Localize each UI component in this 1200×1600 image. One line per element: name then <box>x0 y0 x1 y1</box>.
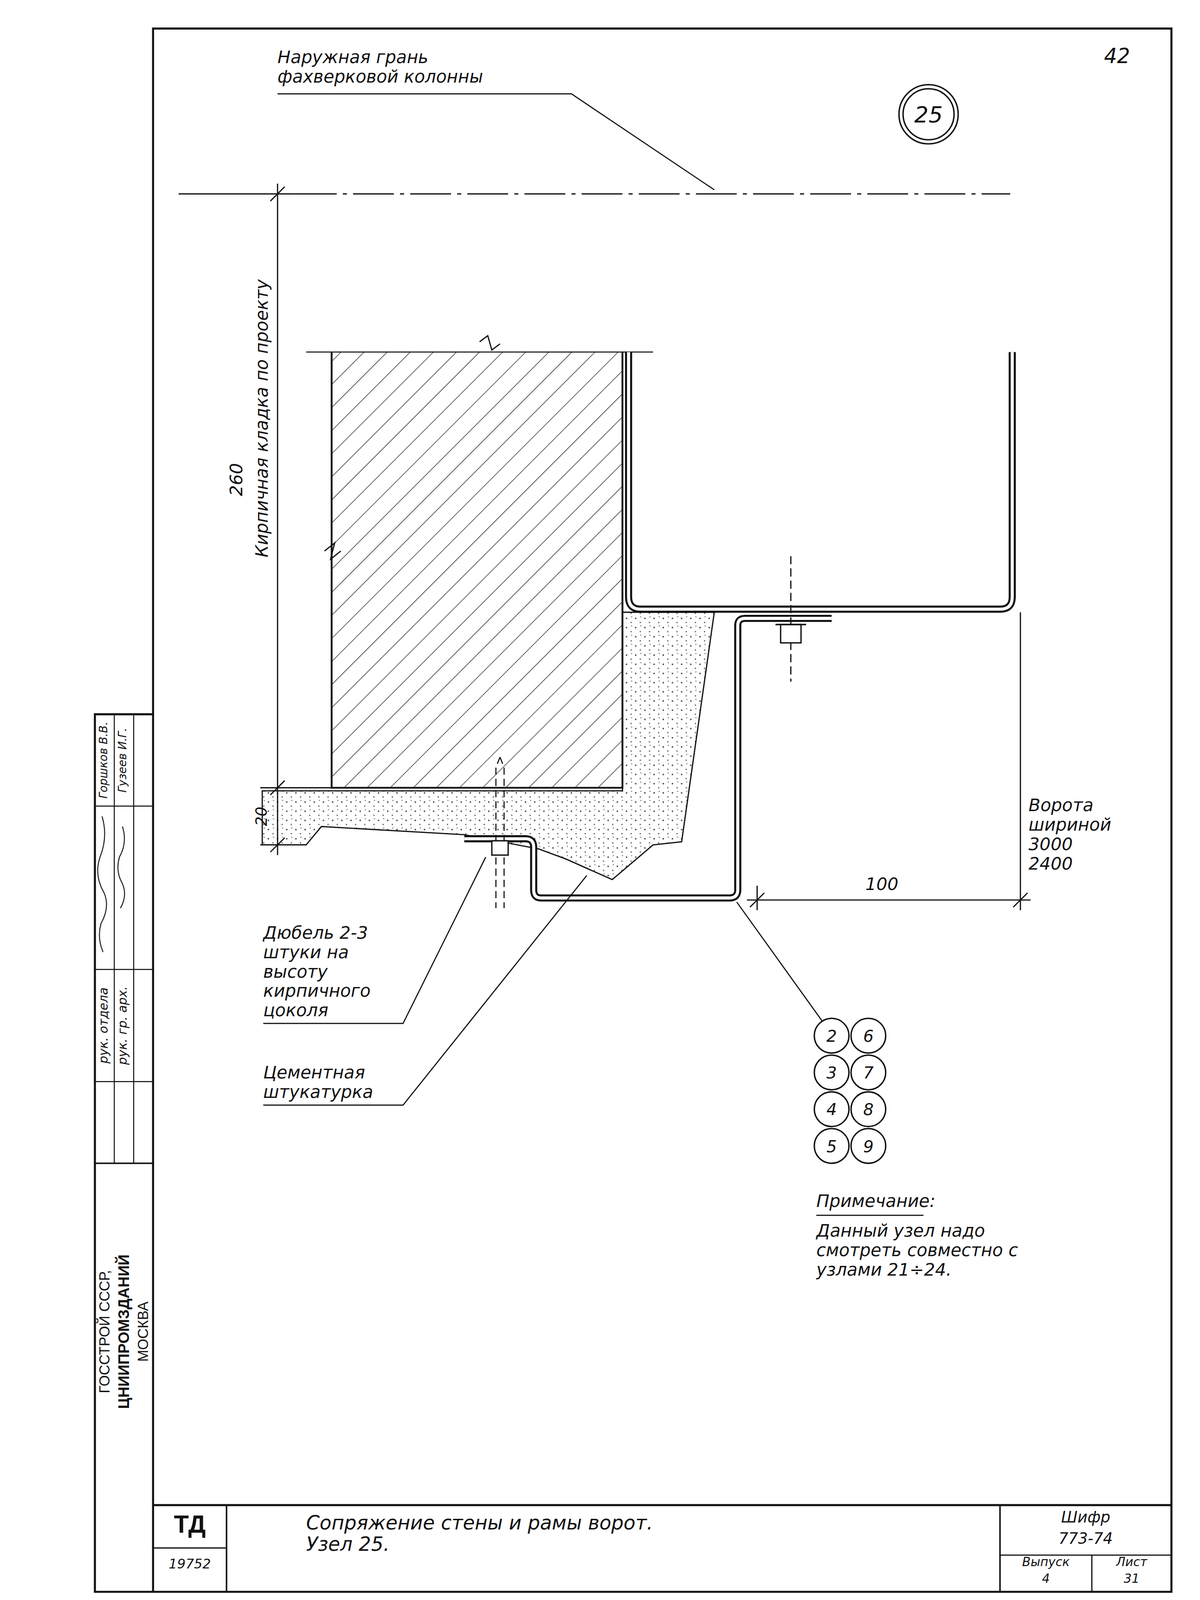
sheet-number: 42 <box>1103 45 1166 68</box>
note-heading: Примечание: <box>816 1191 1021 1212</box>
issue-value: 4 <box>1000 1572 1092 1587</box>
dowel-note: Дюбель 2-3 штуки на высоту кирпичного цо… <box>263 923 407 1021</box>
note-text: Данный узел надо смотреть совместно с уз… <box>816 1221 1072 1280</box>
callout-circle: 9 <box>850 1127 887 1165</box>
node-number-circle: 25 <box>897 83 960 145</box>
callout-number: 9 <box>850 1127 887 1165</box>
dimension-lines <box>178 183 1031 911</box>
sheet-value: 31 <box>1091 1572 1172 1587</box>
callout-circle: 8 <box>850 1090 887 1128</box>
callout-number: 6 <box>850 1017 887 1054</box>
callout-number: 7 <box>850 1054 887 1091</box>
callout-circle: 3 <box>813 1054 851 1091</box>
sheet-frame <box>95 28 1172 1593</box>
sheet-heading: Лист <box>1091 1555 1172 1570</box>
callout-circle: 4 <box>813 1090 851 1128</box>
dowel <box>491 757 509 909</box>
leader-lines <box>263 93 924 1216</box>
staff-name: Гузеев И.Г. <box>117 728 130 793</box>
organization: ЦНИИПРОМЗДАНИЙ <box>116 1254 134 1409</box>
code-value: 773-74 <box>1000 1530 1172 1548</box>
callout-number: 3 <box>813 1054 851 1091</box>
dimension: 100 <box>865 874 927 895</box>
callout-number: 25 <box>897 83 960 145</box>
sheet-title: Сопряжение стены и рамы ворот. Узел 25. <box>306 1512 659 1556</box>
callout-number: 2 <box>813 1017 851 1054</box>
stamp-mark: ТД <box>153 1511 227 1539</box>
organization: ГОССТРОЙ СССР, <box>96 1270 113 1394</box>
stamp-number: 19752 <box>153 1557 227 1573</box>
staff-role: рук. отдела <box>97 987 112 1064</box>
staff-role: рук. гр. арх. <box>116 986 131 1065</box>
dimension: 20 <box>253 806 271 826</box>
callout-circle: 5 <box>813 1127 851 1165</box>
callout-number: 4 <box>813 1090 851 1128</box>
staff-name: Горшков В.В. <box>97 721 111 799</box>
callout-circle: 7 <box>850 1054 887 1091</box>
bolt <box>775 555 807 682</box>
callout-number: 5 <box>813 1127 851 1165</box>
callout-circle: 2 <box>813 1017 851 1054</box>
signatures <box>97 816 125 952</box>
organization: МОСКВА <box>135 1301 152 1362</box>
callout-circle: 6 <box>850 1017 887 1054</box>
brick-wall <box>306 335 654 788</box>
issue-heading: Выпуск <box>1000 1555 1092 1570</box>
callout-number: 8 <box>850 1090 887 1128</box>
dimension: 260 <box>226 463 247 497</box>
gate-frame <box>464 352 1013 898</box>
plaster-note: Цементная штукатурка <box>263 1063 417 1103</box>
gate-width-note: Ворота шириной 3000 2400 <box>1028 795 1119 874</box>
column-face-note: Наружная грань фахверковой колонны <box>277 47 513 87</box>
material-label: Кирпичная кладка по проекту <box>252 279 272 558</box>
code-heading: Шифр <box>1000 1509 1172 1527</box>
